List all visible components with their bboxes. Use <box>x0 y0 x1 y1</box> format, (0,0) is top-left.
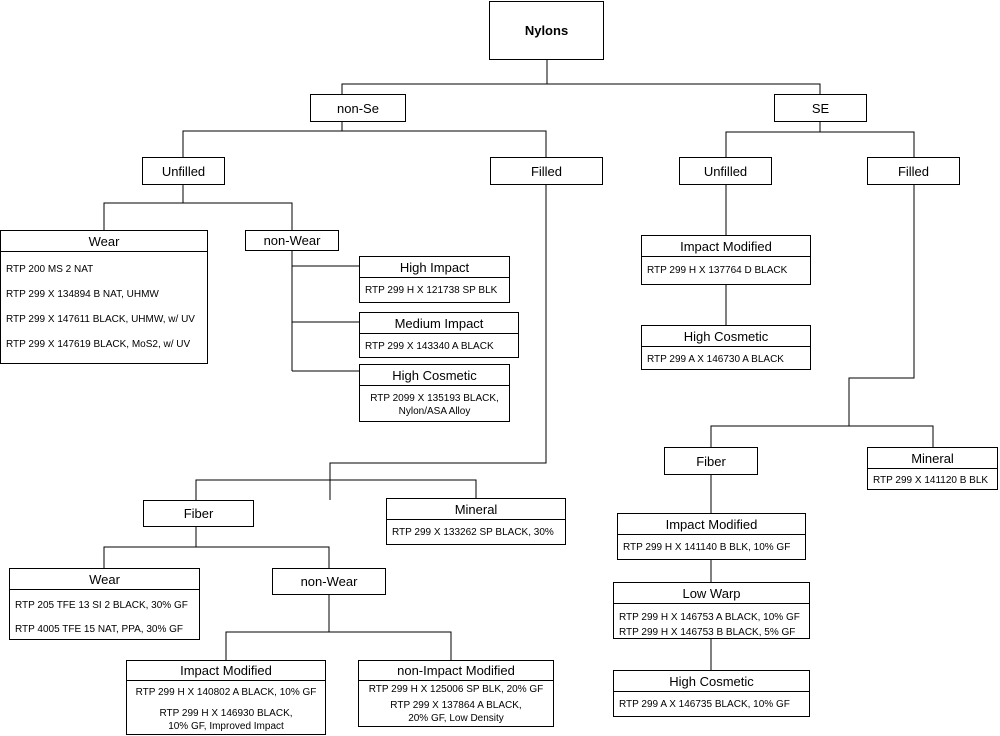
fiber-non-impact-modified-card: non-Impact Modified RTP 299 H X 125006 S… <box>358 660 554 727</box>
list-item: RTP 299 A X 146730 A BLACK <box>647 354 784 365</box>
list-item: RTP 299 X 147619 BLACK, MoS2, w/ UV <box>6 339 191 350</box>
filled-fiber-label: Fiber <box>183 506 214 521</box>
medium-impact-title: Medium Impact <box>360 313 518 334</box>
unfilled-high-cosmetic-title: High Cosmetic <box>360 365 509 386</box>
se-fiber-label: Fiber <box>696 453 726 469</box>
list-item: RTP 299 X 137864 A BLACK, <box>390 700 522 711</box>
se-high-cosmetic-title: High Cosmetic <box>642 326 810 347</box>
list-item: RTP 299 X 141120 B BLK <box>873 475 989 486</box>
list-item: RTP 299 X 133262 SP BLACK, 30% <box>392 527 554 538</box>
filled-fiber-node: Fiber <box>143 500 254 527</box>
list-item: RTP 299 H X 146930 BLACK, <box>159 708 293 719</box>
unfilled-wear-title: Wear <box>1 231 207 252</box>
se-low-warp-card: Low Warp RTP 299 H X 146753 A BLACK, 10%… <box>613 582 810 639</box>
non-se-unfilled-node: Unfilled <box>142 157 225 185</box>
se-fiber-node: Fiber <box>664 447 758 475</box>
fiber-non-wear-label: non-Wear <box>300 574 358 589</box>
se-mineral-card: Mineral RTP 299 X 141120 B BLK <box>867 447 998 490</box>
unfilled-non-wear-node: non-Wear <box>245 230 339 251</box>
list-item: RTP 205 TFE 13 SI 2 BLACK, 30% GF <box>15 600 188 611</box>
non-se-label: non-Se <box>337 100 379 116</box>
se-fiber-impact-modified-title: Impact Modified <box>618 514 805 535</box>
se-impact-modified-card: Impact Modified RTP 299 H X 137764 D BLA… <box>641 235 811 285</box>
list-item: RTP 200 MS 2 NAT <box>6 264 94 275</box>
list-item: RTP 299 X 134894 B NAT, UHMW <box>6 289 159 300</box>
se-low-warp-title: Low Warp <box>614 583 809 604</box>
filled-mineral-title: Mineral <box>387 499 565 520</box>
fiber-impact-modified-title: Impact Modified <box>127 661 325 681</box>
list-item: RTP 299 X 147611 BLACK, UHMW, w/ UV <box>6 314 195 325</box>
list-item: RTP 299 H X 140802 A BLACK, 10% GF <box>135 687 317 698</box>
list-item: RTP 299 H X 137764 D BLACK <box>647 265 788 276</box>
se-filled-label: Filled <box>897 163 930 179</box>
unfilled-high-cosmetic-card: High Cosmetic RTP 2099 X 135193 BLACK, N… <box>359 364 510 422</box>
list-item: 20% GF, Low Density <box>408 713 504 724</box>
list-item: RTP 299 H X 141140 B BLK, 10% GF <box>623 542 791 553</box>
list-item: RTP 2099 X 135193 BLACK, <box>370 393 499 404</box>
root-node: Nylons <box>489 1 604 60</box>
fiber-non-wear-node: non-Wear <box>272 568 386 595</box>
list-item: RTP 299 H X 146753 B BLACK, 5% GF <box>619 627 796 638</box>
non-se-filled-label: Filled <box>530 163 563 179</box>
non-se-node: non-Se <box>310 94 406 122</box>
se-unfilled-label: Unfilled <box>703 163 748 179</box>
list-item: RTP 4005 TFE 15 NAT, PPA, 30% GF <box>15 624 184 635</box>
filled-mineral-card: Mineral RTP 299 X 133262 SP BLACK, 30% <box>386 498 566 545</box>
high-impact-title: High Impact <box>360 257 509 278</box>
non-se-unfilled-label: Unfilled <box>161 163 206 179</box>
se-fiber-impact-modified-card: Impact Modified RTP 299 H X 141140 B BLK… <box>617 513 806 560</box>
list-item: 10% GF, Improved Impact <box>168 721 284 732</box>
list-item: RTP 299 H X 125006 SP BLK, 20% GF <box>368 684 544 695</box>
unfilled-wear-card: Wear RTP 200 MS 2 NAT RTP 299 X 134894 B… <box>0 230 208 364</box>
root-label: Nylons <box>524 23 569 38</box>
fiber-non-impact-modified-title: non-Impact Modified <box>359 661 553 681</box>
se-high-cosmetic-card: High Cosmetic RTP 299 A X 146730 A BLACK <box>641 325 811 370</box>
se-label: SE <box>811 100 830 116</box>
fiber-impact-modified-card: Impact Modified RTP 299 H X 140802 A BLA… <box>126 660 326 735</box>
list-item: Nylon/ASA Alloy <box>398 406 471 417</box>
list-item: RTP 299 A X 146735 BLACK, 10% GF <box>619 699 790 710</box>
fiber-wear-card: Wear RTP 205 TFE 13 SI 2 BLACK, 30% GF R… <box>9 568 200 640</box>
unfilled-non-wear-label: non-Wear <box>263 233 321 248</box>
se-mineral-title: Mineral <box>868 448 997 469</box>
se-impact-modified-title: Impact Modified <box>642 236 810 257</box>
high-impact-card: High Impact RTP 299 H X 121738 SP BLK <box>359 256 510 303</box>
medium-impact-card: Medium Impact RTP 299 X 143340 A BLACK <box>359 312 519 358</box>
list-item: RTP 299 H X 146753 A BLACK, 10% GF <box>619 612 800 623</box>
se-filled-node: Filled <box>867 157 960 185</box>
fiber-wear-title: Wear <box>10 569 199 590</box>
list-item: RTP 299 X 143340 A BLACK <box>365 341 494 352</box>
se-unfilled-node: Unfilled <box>679 157 772 185</box>
se-node: SE <box>774 94 867 122</box>
se-fiber-high-cosmetic-title: High Cosmetic <box>614 671 809 692</box>
se-fiber-high-cosmetic-card: High Cosmetic RTP 299 A X 146735 BLACK, … <box>613 670 810 717</box>
non-se-filled-node: Filled <box>490 157 603 185</box>
list-item: RTP 299 H X 121738 SP BLK <box>365 285 498 296</box>
